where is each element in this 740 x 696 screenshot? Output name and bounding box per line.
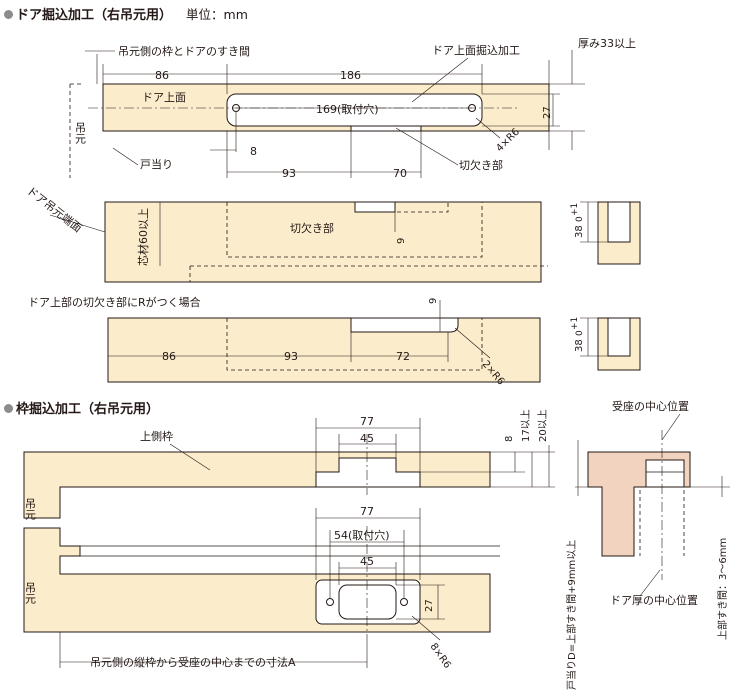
door-section-title: ドア掘込加工（右吊元用） xyxy=(16,8,173,23)
door-end-body xyxy=(104,201,542,283)
mounting-hole xyxy=(400,598,408,606)
dim-8-top: 8 xyxy=(250,145,257,158)
depth-end: 38 xyxy=(574,225,585,238)
dim-72-r: 72 xyxy=(396,350,410,363)
r-profile-slot xyxy=(607,317,631,357)
dim-77-frame-plan: 77 xyxy=(360,505,374,518)
door-end-view: ドア吊元端面 芯材60以上 切欠き部 9 38 0 +1 xyxy=(24,184,641,283)
dim-93-r: 93 xyxy=(284,350,298,363)
door-stop-label: 戸当り xyxy=(140,157,173,171)
mounting-hole xyxy=(326,598,334,606)
r-cutout xyxy=(350,317,459,333)
dim-86-r: 86 xyxy=(162,350,176,363)
dim-86-top: 86 xyxy=(155,69,169,82)
door-top-view: 吊元 戸当り ドア上面 吊元側の枠とドアのすき間 86 186 ドア上面掘込加工… xyxy=(69,37,636,180)
end-label: ドア吊元端面 xyxy=(24,184,84,235)
frame-section-header: 枠掘込加工（右吊元用） xyxy=(4,398,159,417)
hinge-side-label-3: 吊元 xyxy=(24,582,37,604)
receiver-pocket xyxy=(338,584,397,620)
hinge-side-label-1: 吊元 xyxy=(74,122,87,144)
dim-27-top: 27 xyxy=(542,106,553,119)
receiver-center-label: 受座の中心位置 xyxy=(612,399,689,413)
dim-9-end: 9 xyxy=(396,238,407,244)
dim-9-r: 9 xyxy=(428,298,439,304)
dim-20-frame: 20以上 xyxy=(537,409,549,442)
bullet-icon xyxy=(4,404,13,413)
gap-label: 吊元側の枠とドアのすき間 xyxy=(118,44,250,58)
dim-27-frame-plan: 27 xyxy=(424,599,435,612)
tol-plus-r: +1 xyxy=(570,317,580,330)
frame-top-view: 吊元 上側枠 77 45 8 17以上 20以上 xyxy=(23,409,555,520)
thickness-label: 厚み33以上 xyxy=(578,37,636,50)
dim-17-frame: 17以上 xyxy=(520,409,532,442)
top-gap-label: 上部すき間：3〜6mm xyxy=(716,538,729,640)
radius-label-frame: 8×R6 xyxy=(428,641,453,670)
frame-side-pocket xyxy=(645,459,685,488)
surface-label: ドア上面掘込加工 xyxy=(432,43,520,57)
r-caption: ドア上部の切欠き部にRがつく場合 xyxy=(28,295,201,309)
cutout-label-end: 切欠き部 xyxy=(290,221,334,235)
dim-93-top: 93 xyxy=(282,167,296,180)
dim-54-frame-plan: 54(取付穴) xyxy=(334,528,390,542)
dim-70-top: 70 xyxy=(393,167,407,180)
end-notch xyxy=(354,201,396,213)
distance-a-label: 吊元側の縦枠から受座の中心までの寸法A xyxy=(90,655,296,669)
depth-r: 38 xyxy=(574,339,585,352)
end-profile-slot xyxy=(607,201,631,243)
dim-77-frame-top: 77 xyxy=(360,415,374,428)
tol-plus-end: +1 xyxy=(570,203,580,216)
door-section-header: ドア掘込加工（右吊元用） 単位：mm xyxy=(4,4,248,23)
door-center-label: ドア厚の中心位置 xyxy=(610,593,698,607)
cutout-label-top: 切欠き部 xyxy=(459,158,503,172)
cutout-step xyxy=(350,125,422,132)
hinge-side-label-2: 吊元 xyxy=(24,498,37,520)
dim-45-frame-plan: 45 xyxy=(360,555,374,568)
door-face-label: ドア上面 xyxy=(142,91,186,104)
dim-186: 186 xyxy=(340,69,361,82)
dim-169: 169(取付穴) xyxy=(316,102,379,116)
frame-plan-view: 吊元 77 54(取付穴) 45 27 8×R6 吊元側の縦枠から受座の中心まで… xyxy=(23,505,500,671)
frame-section-title: 枠掘込加工（右吊元用） xyxy=(16,402,160,417)
door-r-view: ドア上部の切欠き部にRがつく場合 9 86 93 72 2×R6 38 0 +1 xyxy=(28,295,641,387)
frame-top-label: 上側枠 xyxy=(140,429,173,443)
frame-side-view: 受座の中心位置 戸当りD=上部すき間+9mm以上 ドア厚の中心位置 上部すき間：… xyxy=(565,399,730,690)
bullet-icon xyxy=(4,10,13,19)
door-r-body xyxy=(107,317,541,383)
core-label: 芯材60以上 xyxy=(136,208,150,266)
gap-formula-label: 戸当りD=上部すき間+9mm以上 xyxy=(565,540,578,690)
tol-end: 0 xyxy=(575,216,585,222)
unit-label: 単位：mm xyxy=(186,7,248,22)
dim-8-frame: 8 xyxy=(504,436,515,442)
tol-r: 0 xyxy=(575,330,585,336)
